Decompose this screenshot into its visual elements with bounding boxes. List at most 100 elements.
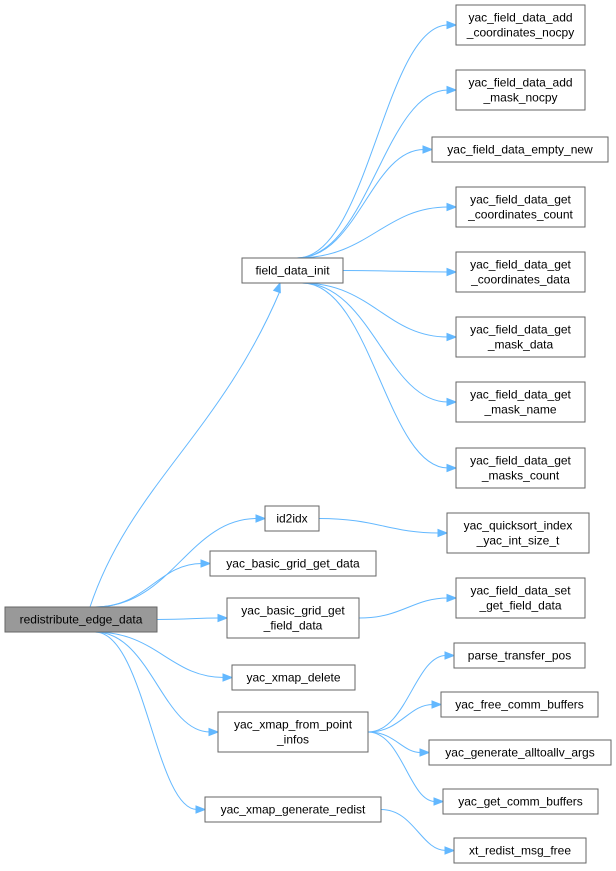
node-box <box>455 316 586 358</box>
node-yac-field-data-get-coordinates-count[interactable]: yac_field_data_get_coordinates_count <box>455 186 586 228</box>
edge-field-data-init-to-yac-field-data-add-coordinates-nocpy <box>296 20 458 259</box>
node-yac-xmap-generate-redist[interactable]: yac_xmap_generate_redist <box>204 796 382 823</box>
node-parse-transfer-pos[interactable]: parse_transfer_pos <box>453 642 586 669</box>
edge-yac-xmap-from-point-infos-to-yac-generate-alltoallv-args <box>367 731 431 757</box>
node-yac-xmap-from-point-infos[interactable]: yac_xmap_from_point_infos <box>217 711 369 753</box>
node-label: yac_field_data_get <box>470 193 571 207</box>
node-box <box>455 69 586 111</box>
node-box <box>455 186 586 228</box>
node-yac-field-data-set-get-field-data[interactable]: yac_field_data_set_get_field_data <box>455 577 586 619</box>
edge-redistribute-edge-data-to-yac-xmap-from-point-infos <box>94 631 220 737</box>
node-label: yac_field_data_get <box>470 388 571 402</box>
node-yac-xmap-delete[interactable]: yac_xmap_delete <box>231 664 356 691</box>
edge-line <box>358 597 449 619</box>
edge-line <box>156 617 220 620</box>
node-label: _coordinates_count <box>467 208 573 222</box>
node-yac-field-data-empty-new[interactable]: yac_field_data_empty_new <box>431 136 609 163</box>
node-field-data-init[interactable]: field_data_init <box>241 257 344 284</box>
node-label: yac_field_data_get <box>470 258 571 272</box>
node-box <box>241 257 344 284</box>
node-label: yac_field_data_add <box>468 11 572 25</box>
node-redistribute-edge-data[interactable]: redistribute_edge_data <box>4 606 158 633</box>
node-box <box>428 739 612 766</box>
node-label: _coordinates_nocpy <box>466 26 574 40</box>
node-label: yac_field_data_get <box>470 323 571 337</box>
node-box <box>264 505 320 532</box>
node-label: yac_free_comm_buffers <box>455 698 584 712</box>
edge-redistribute-edge-data-to-yac-xmap-delete <box>94 631 234 682</box>
arrowhead <box>208 727 220 737</box>
arrowhead <box>195 805 207 814</box>
node-label: _coordinates_data <box>470 273 570 287</box>
node-label: yac_get_comm_buffers <box>458 795 583 809</box>
edge-yac-xmap-from-point-infos-to-parse-transfer-pos <box>367 651 456 733</box>
node-box <box>453 642 586 669</box>
node-label: _infos <box>276 733 309 747</box>
arrowhead <box>446 202 458 212</box>
edge-line <box>318 518 440 534</box>
node-label: _mask_name <box>483 403 556 417</box>
node-label: yac_xmap_delete <box>246 671 340 685</box>
edge-field-data-init-to-yac-field-data-get-mask-name <box>301 282 458 407</box>
node-yac-basic-grid-get-data[interactable]: yac_basic_grid_get_data <box>209 550 377 577</box>
edge-line <box>94 631 211 733</box>
edge-line <box>94 631 225 678</box>
edge-line <box>367 731 436 802</box>
node-label: parse_transfer_pos <box>468 649 571 663</box>
edge-line <box>342 270 449 273</box>
node-label: _field_data <box>263 619 323 633</box>
node-box <box>217 711 369 753</box>
node-yac-field-data-get-mask-name[interactable]: yac_field_data_get_mask_name <box>455 381 586 423</box>
node-box <box>226 597 360 639</box>
node-xt-redist-msg-free[interactable]: xt_redist_msg_free <box>453 837 587 864</box>
arrowhead <box>444 651 456 660</box>
edge-yac-xmap-from-point-infos-to-yac-get-comm-buffers <box>367 731 445 806</box>
arrowhead <box>446 332 458 342</box>
edge-line <box>296 206 449 259</box>
edge-redistribute-edge-data-to-yac-xmap-generate-redist <box>94 631 207 814</box>
arrowhead <box>272 281 281 294</box>
edge-line <box>301 282 449 338</box>
node-label: field_data_init <box>255 264 330 278</box>
arrowhead <box>422 145 434 154</box>
edge-redistribute-edge-data-to-yac-basic-grid-get-field-data <box>156 613 229 623</box>
arrowhead <box>437 528 449 538</box>
edge-field-data-init-to-yac-field-data-empty-new <box>296 145 434 259</box>
node-yac-field-data-get-mask-data[interactable]: yac_field_data_get_mask_data <box>455 316 586 358</box>
edge-field-data-init-to-yac-field-data-get-coordinates-count <box>296 202 458 259</box>
arrowhead <box>446 463 458 473</box>
arrowhead <box>200 559 212 568</box>
node-yac-free-comm-buffers[interactable]: yac_free_comm_buffers <box>440 691 599 718</box>
edge-line <box>89 290 281 608</box>
node-yac-basic-grid-get-field-data[interactable]: yac_basic_grid_get_field_data <box>226 597 360 639</box>
node-yac-get-comm-buffers[interactable]: yac_get_comm_buffers <box>442 788 599 815</box>
node-box <box>455 4 586 46</box>
arrowhead <box>217 613 229 623</box>
node-yac-field-data-get-masks-count[interactable]: yac_field_data_get_masks_count <box>455 447 586 489</box>
edge-yac-xmap-generate-redist-to-xt-redist-msg-free <box>380 809 456 855</box>
node-label: yac_field_data_add <box>468 76 572 90</box>
edge-redistribute-edge-data-to-yac-basic-grid-get-data <box>94 559 212 608</box>
edge-field-data-init-to-yac-field-data-get-masks-count <box>301 282 458 473</box>
node-yac-field-data-add-coordinates-nocpy[interactable]: yac_field_data_add_coordinates_nocpy <box>455 4 586 46</box>
edge-field-data-init-to-yac-field-data-add-mask-nocpy <box>296 85 458 259</box>
node-box <box>455 381 586 423</box>
node-yac-quicksort-index-yac-int-size-t[interactable]: yac_quicksort_index_yac_int_size_t <box>446 512 590 554</box>
arrowhead <box>446 267 458 277</box>
node-yac-generate-alltoallv-args[interactable]: yac_generate_alltoallv_args <box>428 739 612 766</box>
node-yac-field-data-add-mask-nocpy[interactable]: yac_field_data_add_mask_nocpy <box>455 69 586 111</box>
node-id2idx[interactable]: id2idx <box>264 505 320 532</box>
edge-line <box>367 655 447 733</box>
node-box <box>442 788 599 815</box>
node-label: yac_basic_grid_get_data <box>226 557 360 571</box>
node-label: _mask_nocpy <box>482 91 557 105</box>
edge-field-data-init-to-yac-field-data-get-coordinates-data <box>342 267 458 277</box>
edge-line <box>296 24 449 259</box>
node-box <box>4 606 158 633</box>
node-yac-field-data-get-coordinates-data[interactable]: yac_field_data_get_coordinates_data <box>455 251 586 293</box>
edge-line <box>94 631 198 810</box>
edge-line <box>367 704 434 733</box>
node-label: id2idx <box>276 512 307 526</box>
edge-line <box>380 809 447 851</box>
